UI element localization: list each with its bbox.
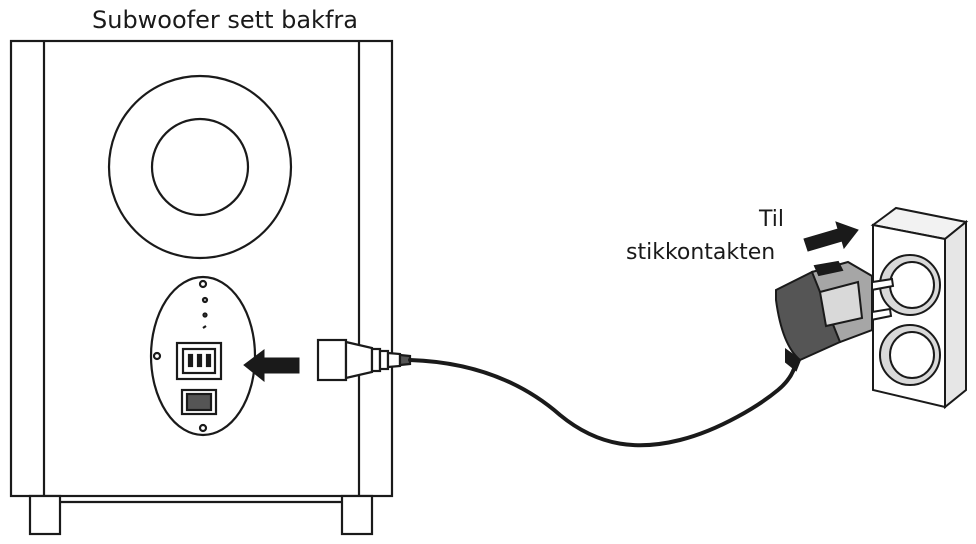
subwoofer xyxy=(9,39,394,536)
subwoofer-foot-right xyxy=(340,494,374,536)
screw-bottom xyxy=(198,423,208,433)
schuko-plug-highlight xyxy=(818,280,864,328)
wall-socket-right xyxy=(944,219,967,410)
led-dot-1 xyxy=(201,296,209,304)
power-inlet-pin-right xyxy=(205,353,212,368)
schuko-plug xyxy=(775,260,895,372)
screw-top xyxy=(198,279,208,289)
power-switch-rocker xyxy=(185,392,213,412)
iec-connector-body xyxy=(344,340,374,380)
schuko-plug-body xyxy=(775,270,842,362)
iec-connector xyxy=(316,338,412,382)
screw-left xyxy=(152,351,162,361)
iec-connector-head xyxy=(316,338,348,382)
power-inlet-pin-left xyxy=(187,353,194,368)
power-arrow-icon xyxy=(243,349,300,383)
iec-connector-ring-1 xyxy=(370,347,382,373)
led-dot-2 xyxy=(202,312,208,318)
schuko-plug-grip xyxy=(813,260,844,277)
wall-socket-outlet-top-inner xyxy=(889,261,935,309)
label-stikkontakten: stikkontakten xyxy=(626,240,776,265)
iec-connector-grip xyxy=(398,353,412,367)
iec-connector-ring-2 xyxy=(378,349,390,371)
iec-connector-tail xyxy=(386,351,402,369)
wall-socket-outlet-bottom-inner xyxy=(889,331,935,379)
power-inlet-pin-center xyxy=(196,353,203,368)
plug-arrow-icon xyxy=(803,221,859,252)
label-til: Til xyxy=(759,207,784,232)
schuko-plug-strain-relief xyxy=(785,348,802,372)
wall-socket xyxy=(870,206,969,410)
led-dot-3 xyxy=(202,325,207,329)
diagram-title: Subwoofer sett bakfra xyxy=(92,6,358,34)
power-cable xyxy=(408,358,798,448)
subwoofer-foot-left xyxy=(28,494,62,536)
subwoofer-port-inner xyxy=(150,117,250,217)
